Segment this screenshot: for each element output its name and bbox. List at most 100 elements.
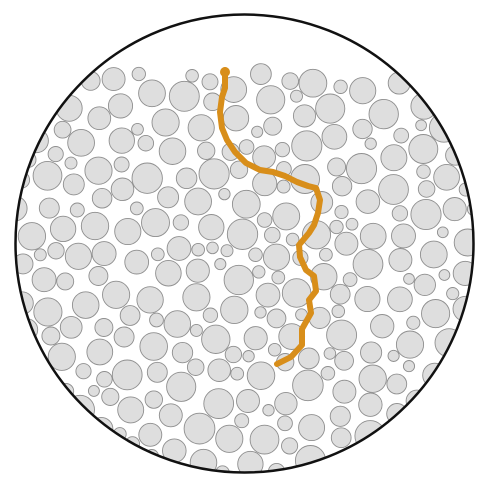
- particle: [219, 188, 230, 199]
- particle: [322, 124, 347, 149]
- particle: [443, 198, 466, 221]
- particle: [63, 174, 84, 195]
- particle: [108, 94, 132, 118]
- particle: [414, 274, 435, 295]
- particle: [115, 218, 141, 244]
- particle: [407, 316, 420, 329]
- particle: [324, 348, 336, 360]
- particle: [88, 385, 99, 396]
- particle: [203, 308, 217, 322]
- particle: [253, 266, 265, 278]
- particle: [392, 224, 416, 248]
- particle: [379, 175, 409, 205]
- particle: [186, 70, 199, 83]
- particle: [188, 115, 214, 141]
- particle: [328, 158, 346, 176]
- particle: [225, 346, 241, 362]
- particle: [232, 190, 260, 218]
- particle: [198, 142, 215, 159]
- particle: [87, 339, 113, 365]
- particle: [158, 187, 179, 208]
- particle: [183, 284, 210, 311]
- particle: [65, 157, 77, 169]
- particle: [159, 404, 182, 427]
- particle: [88, 107, 111, 130]
- particle: [316, 94, 345, 123]
- particle: [394, 128, 409, 143]
- particle: [33, 161, 62, 190]
- particle: [102, 68, 125, 91]
- particle: [125, 250, 149, 274]
- particle: [422, 300, 450, 328]
- particle: [54, 121, 71, 138]
- particle: [95, 319, 113, 337]
- particle: [327, 320, 357, 350]
- particle: [293, 370, 324, 401]
- particle: [249, 248, 263, 262]
- particle: [359, 365, 386, 392]
- particle: [237, 390, 260, 413]
- particle: [145, 391, 162, 408]
- particle: [221, 296, 248, 323]
- particle: [235, 414, 249, 428]
- particle: [109, 128, 134, 153]
- particle: [299, 69, 327, 97]
- particle: [139, 80, 166, 107]
- particle: [32, 268, 56, 292]
- particle: [184, 413, 215, 444]
- particle: [417, 165, 431, 179]
- particle: [48, 147, 63, 162]
- particle: [346, 154, 376, 184]
- particle: [48, 243, 64, 259]
- particle: [139, 423, 162, 446]
- particle: [359, 393, 382, 416]
- particle: [265, 227, 281, 243]
- trajectory-start-cap: [220, 67, 230, 77]
- particle: [346, 218, 358, 230]
- particle: [252, 126, 263, 137]
- particle: [381, 145, 407, 171]
- particle: [159, 138, 186, 165]
- particle: [343, 273, 357, 287]
- particle: [202, 74, 218, 90]
- particle: [267, 309, 286, 328]
- particle: [224, 265, 253, 294]
- particle: [320, 248, 333, 261]
- particle: [255, 307, 266, 318]
- particle: [282, 438, 298, 454]
- particle: [132, 67, 145, 80]
- particle: [298, 348, 319, 369]
- particle: [250, 425, 279, 454]
- particle: [89, 267, 108, 286]
- particle: [335, 351, 354, 370]
- particle: [132, 123, 144, 135]
- particle: [244, 327, 267, 350]
- particle: [251, 64, 272, 85]
- particle: [173, 215, 188, 230]
- particle: [216, 425, 243, 452]
- particle: [292, 131, 322, 161]
- particle: [409, 135, 438, 164]
- particle: [350, 78, 376, 104]
- particle: [111, 178, 134, 201]
- particle: [187, 359, 204, 376]
- particle: [263, 405, 274, 416]
- particle: [130, 202, 143, 215]
- particle: [176, 168, 197, 189]
- particle: [257, 86, 285, 114]
- particle: [361, 342, 382, 363]
- particle: [388, 287, 413, 312]
- particle: [172, 342, 192, 362]
- particle: [147, 362, 167, 382]
- particle: [39, 198, 59, 218]
- particle: [142, 209, 170, 237]
- particle: [215, 259, 226, 270]
- particle: [199, 159, 229, 189]
- particle: [76, 364, 91, 379]
- particle: [434, 164, 460, 190]
- particle: [243, 351, 254, 362]
- particle: [420, 241, 447, 268]
- particle: [114, 157, 129, 172]
- particle: [92, 242, 116, 266]
